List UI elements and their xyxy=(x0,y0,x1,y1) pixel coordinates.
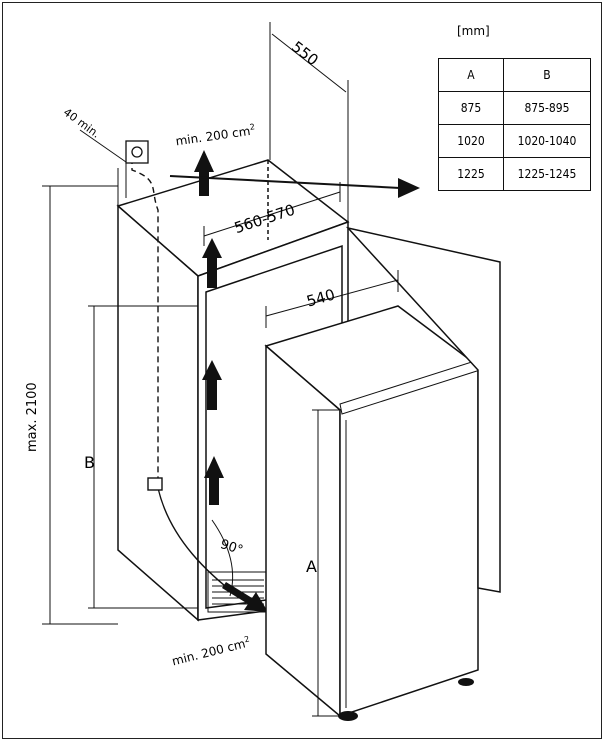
table-row: 1225 1225-1245 xyxy=(438,157,591,191)
table-cell: 1020-1040 xyxy=(503,124,591,158)
gap-label: 40 min. xyxy=(61,106,102,141)
appliance-feet xyxy=(338,678,474,721)
socket-icon xyxy=(125,140,149,164)
airflow-arrows xyxy=(194,150,224,505)
angle-label: 90° xyxy=(218,537,245,558)
table-row: 875 875-895 xyxy=(438,91,591,125)
vent-bottom-label: min. 200 cm2 xyxy=(170,634,252,668)
appliance xyxy=(264,305,481,718)
table-header-cell: B xyxy=(503,58,591,92)
vent-top-label: min. 200 cm2 xyxy=(175,122,257,148)
table-header-row: A B xyxy=(438,58,591,92)
intake-arrow xyxy=(222,582,268,612)
dimension-table: A B 875 875-895 1020 1020-1040 1225 1225… xyxy=(438,58,591,191)
exhaust-arrow xyxy=(169,175,420,198)
table-cell: 875 xyxy=(438,91,504,125)
table-cell: 1225 xyxy=(438,157,504,191)
appliance-height-label: A xyxy=(306,557,317,576)
dimension-lines xyxy=(42,22,399,717)
max-height-label: max. 2100 xyxy=(25,382,40,452)
table-cell: 875-895 xyxy=(503,91,591,125)
table-header-cell: A xyxy=(438,58,504,92)
niche-height-label: B xyxy=(84,453,95,472)
unit-label: [mm] xyxy=(457,24,490,38)
table-cell: 1020 xyxy=(438,124,504,158)
table-cell: 1225-1245 xyxy=(503,157,591,191)
appliance-door-open xyxy=(345,226,501,593)
depth-label: 550 xyxy=(288,38,322,70)
table-row: 1020 1020-1040 xyxy=(438,124,591,158)
